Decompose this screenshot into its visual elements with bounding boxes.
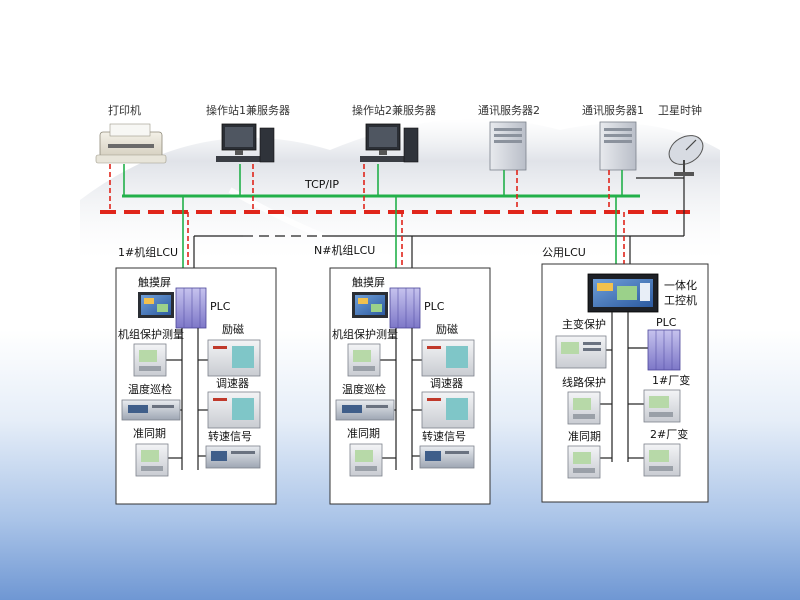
comm-server1-icon bbox=[599, 121, 637, 171]
lcu1-speed-label: 转速信号 bbox=[208, 429, 252, 443]
lcuN-title: N#机组LCU bbox=[314, 243, 375, 257]
excitation-panel-icon bbox=[207, 339, 261, 377]
lcuN-touch-label: 触摸屏 bbox=[352, 275, 385, 289]
lcuN-protect-label: 机组保护测量 bbox=[332, 327, 398, 341]
public-ipc-line2: 工控机 bbox=[664, 293, 697, 307]
public-lcu-group: 公用LCU 一体化 工控机 主变保护 PLC bbox=[541, 246, 709, 503]
station-transformer2-icon bbox=[643, 443, 681, 477]
plc-icon bbox=[647, 329, 681, 371]
governor-panel-icon bbox=[421, 391, 475, 429]
main-transformer-protection-icon bbox=[555, 335, 607, 369]
synchronizer-icon bbox=[349, 443, 383, 477]
governor-panel-icon bbox=[207, 391, 261, 429]
public-sync-label: 准同期 bbox=[568, 430, 601, 443]
lcuN-governor-label: 调速器 bbox=[430, 377, 463, 390]
lcuN-sync-label: 准同期 bbox=[347, 427, 380, 440]
lcu1-plc-label: PLC bbox=[210, 300, 231, 313]
public-line-prot-label: 线路保护 bbox=[562, 375, 606, 389]
lcuN-plc-label: PLC bbox=[424, 300, 445, 313]
printer-icon bbox=[95, 123, 167, 164]
lcu1-touch-label: 触摸屏 bbox=[138, 275, 171, 289]
public-plc-label: PLC bbox=[656, 316, 677, 329]
public-trans2-label: 2#厂变 bbox=[650, 427, 688, 441]
lcu1-sync-label: 准同期 bbox=[133, 427, 166, 440]
public-title: 公用LCU bbox=[542, 246, 586, 259]
lcu1-title: 1#机组LCU bbox=[118, 245, 178, 259]
synchronizer-icon bbox=[135, 443, 169, 477]
speed-signal-icon bbox=[205, 445, 261, 469]
station1-label: 操作站1兼服务器 bbox=[206, 103, 290, 117]
lcu1-governor-label: 调速器 bbox=[216, 377, 249, 390]
printer-label: 打印机 bbox=[108, 103, 141, 117]
touchscreen-icon bbox=[138, 292, 174, 318]
lcuN-temp-label: 温度巡检 bbox=[342, 382, 386, 396]
tcpip-label: TCP/IP bbox=[304, 178, 339, 191]
station2-label: 操作站2兼服务器 bbox=[352, 103, 436, 117]
synchronizer-icon bbox=[567, 445, 601, 479]
excitation-panel-icon bbox=[421, 339, 475, 377]
temperature-monitor-icon bbox=[121, 399, 181, 421]
plc-icon bbox=[389, 287, 421, 329]
gps-clock-label: 卫星时钟 bbox=[658, 103, 702, 117]
lcuN-speed-label: 转速信号 bbox=[422, 429, 466, 443]
speed-signal-icon bbox=[419, 445, 475, 469]
touchscreen-icon bbox=[352, 292, 388, 318]
station-transformer1-icon bbox=[643, 389, 681, 423]
lcu1-group: 1#机组LCU 触摸屏 PLC 机组保护测量 bbox=[115, 245, 277, 505]
line-protection-icon bbox=[567, 391, 601, 425]
comm-server2-icon bbox=[489, 121, 527, 171]
lcuN-excite-label: 励磁 bbox=[436, 323, 458, 336]
lcu1-protect-label: 机组保护测量 bbox=[118, 327, 184, 341]
temperature-monitor-icon bbox=[335, 399, 395, 421]
lcu1-excite-label: 励磁 bbox=[222, 323, 244, 336]
protection-relay-icon bbox=[133, 343, 167, 377]
public-trans1-label: 1#厂变 bbox=[652, 373, 690, 387]
comm-server1-label: 通讯服务器1 bbox=[582, 104, 644, 117]
public-ipc-line1: 一体化 bbox=[664, 278, 697, 292]
comm-server2-label: 通讯服务器2 bbox=[478, 104, 540, 117]
industrial-pc-icon bbox=[587, 273, 659, 313]
plc-icon bbox=[175, 287, 207, 329]
satellite-dish-icon bbox=[668, 135, 704, 176]
public-main-trans-label: 主变保护 bbox=[562, 317, 606, 331]
workstation1-icon bbox=[216, 123, 275, 163]
lcuN-group: N#机组LCU 触摸屏 PLC 机组保护测量 励磁 bbox=[314, 243, 491, 505]
lcu1-temp-label: 温度巡检 bbox=[128, 382, 172, 396]
protection-relay-icon bbox=[347, 343, 381, 377]
workstation2-icon bbox=[360, 123, 419, 163]
